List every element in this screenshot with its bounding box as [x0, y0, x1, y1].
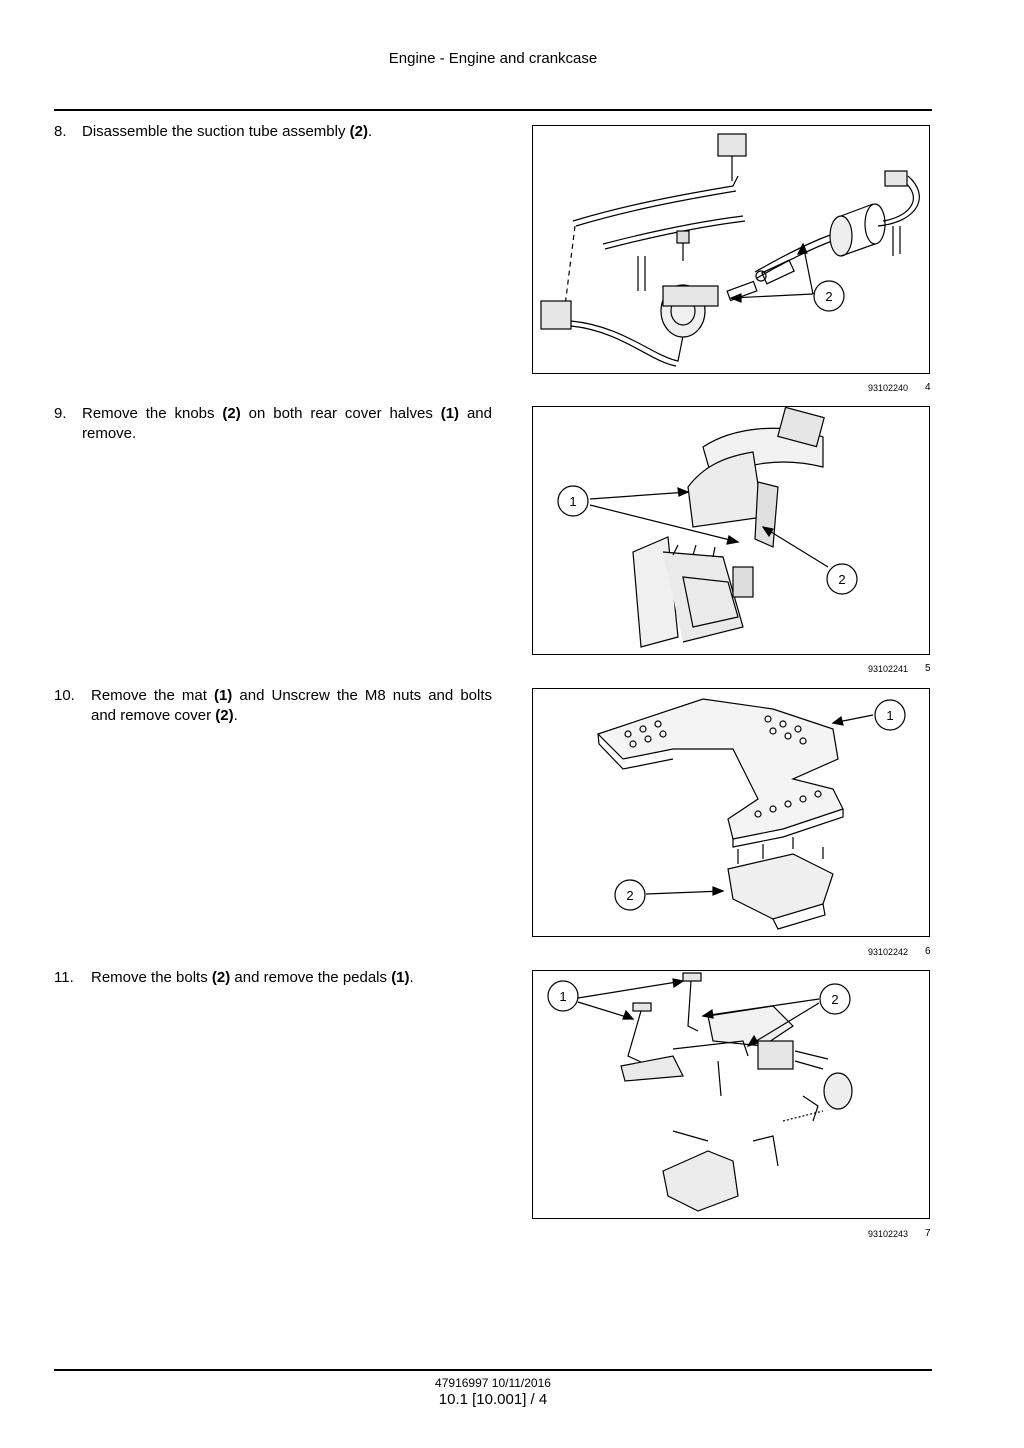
figure-pedals: 1 2 [532, 970, 930, 1219]
ref-callout: (2) [349, 123, 368, 140]
svg-text:1: 1 [569, 494, 576, 509]
page-header-title: Engine - Engine and crankcase [388, 50, 598, 67]
svg-text:2: 2 [831, 992, 838, 1007]
figure-mat-cover: 1 2 [532, 688, 930, 937]
figure-code: 93102241 [868, 664, 909, 674]
figure-rear-cover: 1 2 [532, 406, 930, 655]
svg-text:2: 2 [626, 888, 633, 903]
svg-text:1: 1 [559, 989, 566, 1004]
figure-suction-tube: 2 [532, 125, 930, 374]
step-10: 10. Remove the mat (1) and Unscrew the M… [54, 686, 492, 726]
step-text: Remove the mat (1) and Unscrew the M8 nu… [91, 687, 493, 724]
footer-rule [54, 1369, 932, 1371]
step-text: Remove the knobs (2) on both rear cover … [82, 405, 492, 442]
footer-doc-code: 47916997 10/11/2016 [435, 1376, 551, 1390]
step-number: 8. [54, 123, 67, 140]
ref-callout: (1) [440, 405, 460, 422]
figure-code: 93102240 [868, 383, 909, 393]
step-text: Disassemble the suction tube assembly (2… [82, 123, 373, 140]
svg-text:1: 1 [886, 708, 893, 723]
ref-callout: (2) [211, 969, 231, 986]
step-11: 11. Remove the bolts (2) and remove the … [54, 968, 492, 988]
step-number: 11. [54, 969, 74, 986]
step-9: 9. Remove the knobs (2) on both rear cov… [54, 404, 492, 444]
callout-2: 2 [813, 280, 845, 312]
callout-1: 1 [557, 485, 589, 517]
step-text: Remove the bolts (2) and remove the peda… [91, 969, 414, 986]
footer-page-number: 10.1 [10.001] / 4 [438, 1391, 548, 1408]
svg-text:2: 2 [838, 572, 845, 587]
callout-1: 1 [874, 699, 906, 731]
step-number: 9. [54, 405, 67, 422]
step-number: 10. [54, 687, 75, 704]
suction-tube-illustration: 2 [540, 133, 920, 367]
figure-number: 7 [925, 1228, 931, 1239]
step-8: 8. Disassemble the suction tube assembly… [54, 122, 492, 142]
pedals-illustration: 1 2 [547, 972, 853, 1212]
ref-callout: (1) [391, 969, 410, 986]
figure-number: 4 [925, 382, 931, 393]
mat-cover-illustration: 1 2 [596, 698, 906, 930]
callout-1: 1 [547, 980, 579, 1012]
header-rule [54, 109, 932, 111]
ref-callout: (2) [222, 405, 241, 422]
callout-2: 2 [614, 879, 646, 911]
rear-cover-illustration: 1 2 [557, 407, 858, 648]
figure-code: 93102242 [868, 947, 909, 957]
figure-number: 6 [925, 946, 931, 957]
ref-callout: (2) [215, 707, 234, 724]
ref-callout: (1) [213, 687, 233, 704]
callout-2: 2 [826, 563, 858, 595]
svg-text:2: 2 [825, 289, 832, 304]
callout-2: 2 [819, 983, 851, 1015]
figure-code: 93102243 [868, 1229, 909, 1239]
figure-number: 5 [925, 663, 931, 674]
